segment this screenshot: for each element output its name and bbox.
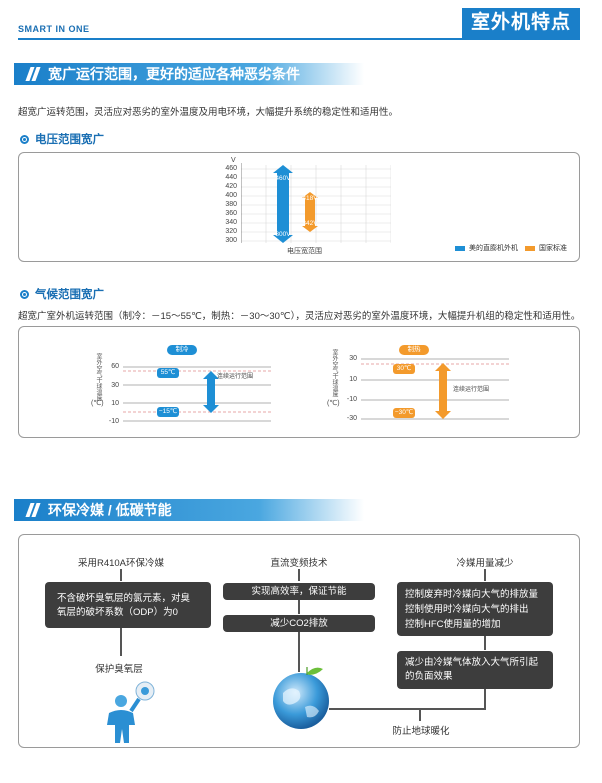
- voltage-unit: V: [231, 157, 236, 164]
- cooling-tick: -10: [108, 418, 119, 425]
- connector: [120, 628, 122, 656]
- legend-swatch: [455, 245, 465, 251]
- section3-banner-text: 环保冷媒 / 低碳节能: [48, 502, 172, 518]
- heating-max: 30℃: [393, 364, 415, 374]
- connector: [484, 569, 486, 581]
- heating-ylabel: 室外空气干球温度: [331, 349, 337, 397]
- voltage-yaxis: 460 440 420 400 380 360 340 320 300: [215, 165, 239, 245]
- cooling-tick: 30: [111, 382, 119, 389]
- earth-icon: [273, 667, 329, 729]
- col1-result: 保护臭氧层: [95, 664, 143, 675]
- cooling-tick: 10: [111, 400, 119, 407]
- connector: [484, 636, 486, 650]
- voltage-tick: 380: [225, 201, 237, 208]
- voltage-xlabel: 电压宽范围: [287, 248, 322, 255]
- heating-tick: -30: [346, 415, 357, 422]
- cooling-tag: 制冷: [167, 345, 197, 355]
- connector: [120, 569, 122, 581]
- heating-tick: 30: [349, 355, 357, 362]
- voltage-tick: 300: [225, 237, 237, 244]
- col3-result: 防止地球暖化: [392, 726, 450, 737]
- climate-heading: 气候范围宽广: [20, 286, 104, 302]
- legend-swatch: [525, 245, 535, 251]
- col3-box2: 减少由冷媒气体放入大气所引起的负面效果: [397, 651, 553, 689]
- banner-stripes-icon: [25, 67, 41, 81]
- eco-flow-panel: 采用R410A环保冷媒 不含破坏臭氧层的氯元素，对臭氧层的破坏系数（ODP）为0…: [18, 534, 580, 748]
- voltage-bar-national: [302, 192, 318, 232]
- voltage-bar-national-top: 418V: [302, 195, 318, 202]
- voltage-bar-midea: [273, 165, 293, 243]
- voltage-tick: 440: [225, 174, 237, 181]
- climate-intro: 超宽广室外机运转范围（制冷：－15～55℃，制热：－30～30℃），灵活应对恶劣…: [18, 311, 581, 322]
- legend-item: 国家标准: [525, 243, 567, 253]
- heating-chart-lines: [361, 358, 509, 420]
- heating-tag: 制热: [399, 345, 429, 355]
- voltage-tick: 460: [225, 165, 237, 172]
- voltage-panel: V 460 440 420 400 380 360 340 320 300 46…: [18, 152, 580, 262]
- target-icon: [20, 290, 29, 299]
- col2-box1: 实现高效率，保证节能: [223, 583, 375, 600]
- voltage-tick: 360: [225, 210, 237, 217]
- legend-item: 美的直膨机外机: [455, 243, 518, 253]
- brand-logo: SMART IN ONE: [18, 24, 90, 34]
- heating-range-label: 连续运行范围: [453, 387, 490, 393]
- voltage-tick: 400: [225, 192, 237, 199]
- voltage-chart-grid: [241, 163, 391, 243]
- climate-panel: 室外空气干球温度 (℃) 制冷 60 30 10 -10 55℃ −15℃ 连续…: [18, 326, 580, 438]
- climate-heading-text: 气候范围宽广: [35, 289, 104, 301]
- cooling-chart-lines: [123, 366, 271, 422]
- connector: [484, 689, 486, 709]
- voltage-bar-midea-bottom: 300V: [275, 231, 291, 238]
- col2-box2: 减少CO2排放: [223, 615, 375, 632]
- cooling-tick: 60: [111, 363, 119, 370]
- cooling-unit: (℃): [91, 400, 104, 407]
- section1-banner: 宽广运行范围，更好的适应各种恶劣条件: [14, 63, 364, 85]
- voltage-tick: 420: [225, 183, 237, 190]
- heating-tick: 10: [349, 376, 357, 383]
- connector: [298, 632, 300, 672]
- target-icon: [20, 135, 29, 144]
- voltage-heading-text: 电压范围宽广: [35, 134, 104, 146]
- section1-banner-text: 宽广运行范围，更好的适应各种恶劣条件: [48, 66, 300, 82]
- voltage-bar-midea-top: 460V: [275, 175, 291, 182]
- col3-box1: 控制废弃时冷媒向大气的排放量 控制使用时冷媒向大气的排出 控制HFC使用量的增加: [397, 582, 553, 636]
- cooling-range-label: 连续运行范围: [217, 374, 254, 380]
- section1-intro: 超宽广运转范围，灵活应对恶劣的室外温度及用电环境，大幅提升系统的稳定性和适用性。: [18, 107, 399, 118]
- legend-label: 美的直膨机外机: [469, 245, 518, 252]
- header-divider: [18, 38, 580, 40]
- person-ozone-icon: [107, 681, 155, 743]
- heating-tick: -10: [346, 396, 357, 403]
- voltage-tick: 340: [225, 219, 237, 226]
- col2-title: 直流变频技术: [270, 558, 328, 569]
- voltage-tick: 320: [225, 228, 237, 235]
- legend-label: 国家标准: [539, 245, 567, 252]
- connector: [298, 569, 300, 581]
- heating-unit: (℃): [327, 400, 340, 407]
- cooling-max: 55℃: [157, 368, 179, 378]
- col1-box: 不含破坏臭氧层的氯元素，对臭氧层的破坏系数（ODP）为0: [45, 582, 211, 628]
- voltage-bar-national-bottom: 342V: [302, 220, 318, 227]
- col3-title: 冷媒用量减少: [456, 558, 514, 569]
- banner-stripes-icon: [25, 503, 41, 517]
- cooling-ylabel: 室外空气干球温度: [95, 353, 101, 401]
- heating-min: −30℃: [393, 408, 415, 418]
- page-title: 室外机特点: [462, 8, 580, 38]
- col1-title: 采用R410A环保冷媒: [77, 558, 165, 569]
- section3-banner: 环保冷媒 / 低碳节能: [14, 499, 364, 521]
- cooling-min: −15℃: [157, 407, 179, 417]
- connector: [329, 708, 486, 710]
- connector: [419, 709, 421, 721]
- connector: [298, 600, 300, 614]
- voltage-heading: 电压范围宽广: [20, 131, 104, 147]
